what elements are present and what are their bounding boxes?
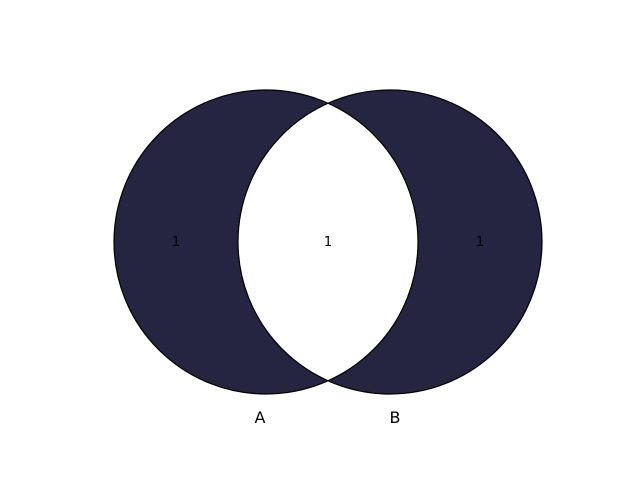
set-b-outline bbox=[237, 89, 543, 395]
set-b-label: B bbox=[390, 408, 401, 427]
region-b-only-label: 1 bbox=[476, 235, 484, 250]
set-a-outline bbox=[113, 89, 419, 395]
region-a-only-label: 1 bbox=[172, 235, 180, 250]
set-a-label: A bbox=[255, 408, 266, 427]
region-intersection-label: 1 bbox=[324, 235, 332, 250]
intersection-region bbox=[238, 90, 418, 394]
